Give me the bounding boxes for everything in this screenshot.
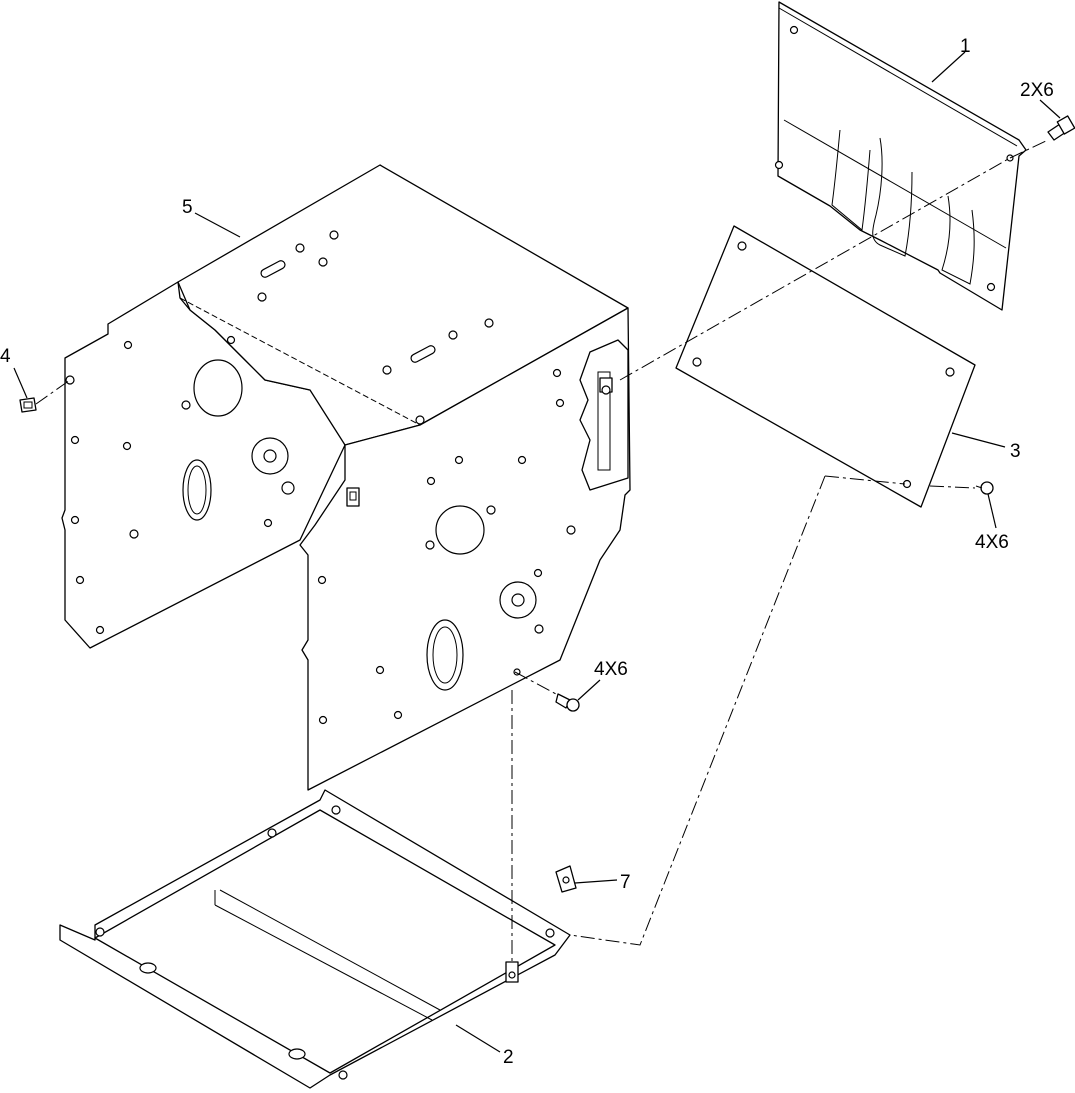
screw-top-right (1047, 115, 1075, 141)
hole (945, 367, 955, 377)
part-7-clip-nut (555, 865, 577, 893)
part-5-main-housing (61, 164, 631, 791)
leader-lines (13, 51, 1061, 1053)
hole (789, 25, 799, 35)
callout-4: 4 (0, 346, 11, 367)
hole (318, 257, 328, 267)
screw-center (555, 693, 580, 712)
hole (382, 365, 392, 375)
callout-2: 2 (503, 1047, 514, 1068)
part-1-shield-plate (774, 1, 1027, 311)
callout-7: 7 (620, 872, 631, 893)
screw-right (975, 481, 994, 495)
hole (295, 243, 305, 253)
hole (484, 318, 494, 328)
callout-5: 5 (182, 197, 193, 218)
stud-front-right-flange (599, 377, 613, 395)
hole (329, 230, 339, 240)
callout-2x6: 2X6 (1020, 80, 1054, 101)
hole (257, 292, 267, 302)
hole (448, 330, 458, 340)
hole (737, 241, 747, 251)
part-4-clip-nut (19, 397, 37, 413)
hole (774, 160, 784, 170)
callout-4x6-center: 4X6 (594, 659, 628, 680)
hole (415, 415, 425, 425)
hole (692, 357, 702, 367)
part-3-flat-plate (675, 225, 976, 508)
part-2-bottom-tray (59, 789, 571, 1089)
callout-3: 3 (1010, 441, 1021, 462)
callout-1: 1 (960, 36, 971, 57)
callout-labels: 1 2X6 3 4X6 4 5 4X6 7 2 (0, 36, 1054, 1068)
hole (986, 282, 996, 292)
callout-4x6-right: 4X6 (975, 532, 1009, 553)
assembly-lines (35, 139, 1049, 965)
